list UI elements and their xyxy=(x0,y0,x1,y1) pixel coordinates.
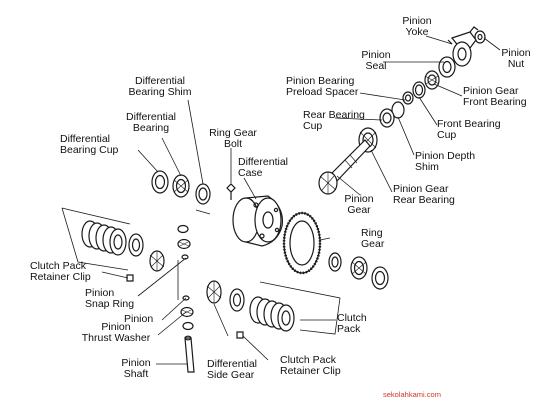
label-pinion-thrust-washer: Pinion Thrust Washer xyxy=(81,321,151,344)
rear-bearing-cup-part xyxy=(380,109,394,127)
left-clutch-pack-part xyxy=(82,221,143,256)
leader-lines xyxy=(102,36,500,364)
pinion-yoke-part xyxy=(448,27,478,66)
label-pinion-bearing-preload-spacer: Pinion Bearing Preload Spacer xyxy=(286,75,359,98)
label-differential-bearing-cup: Differential Bearing Cup xyxy=(60,133,119,156)
ring-gear-part xyxy=(284,213,320,273)
pinion-seal-part xyxy=(439,57,455,77)
label-pinion-gear: Pinion Gear xyxy=(344,193,374,216)
left-side-gear-part xyxy=(150,251,164,271)
front-bearing-cup-part xyxy=(413,82,425,98)
bracket-lines xyxy=(62,208,340,334)
left-retainer-clip-part xyxy=(127,275,133,281)
differential-bearing-shim-part xyxy=(196,184,210,204)
pinion-gear-part xyxy=(319,140,370,194)
bottom-clutch-pack-part xyxy=(230,289,294,331)
pinion-gear-front-bearing-part xyxy=(425,71,439,89)
label-clutch-pack-retainer-clip-left: Clutch Pack Retainer Clip xyxy=(30,260,91,283)
label-differential-bearing-shim: Differential Bearing Shim xyxy=(128,75,192,98)
pinion-shaft-part xyxy=(185,336,194,372)
ring-gear-bolt-part xyxy=(227,184,235,200)
right-bearing-stack xyxy=(329,253,388,289)
watermark: sekolahkami.com xyxy=(383,390,441,399)
bottom-retainer-clip-part xyxy=(237,332,243,338)
differential-bearing-cup-part xyxy=(152,171,168,193)
differential-case-part xyxy=(233,196,282,246)
bottom-side-gear-part xyxy=(207,281,221,303)
label-clutch-pack: Clutch Pack xyxy=(337,312,367,335)
label-pinion-shaft: Pinion Shaft xyxy=(121,357,151,380)
label-differential-side-gear: Differential Side Gear xyxy=(207,358,257,381)
lower-pinion-parts xyxy=(181,296,193,330)
label-pinion: Pinion xyxy=(124,313,154,325)
upper-pinion-parts xyxy=(178,226,190,260)
label-pinion-snap-ring: Pinion Snap Ring xyxy=(85,287,135,310)
label-pinion-gear-rear-bearing: Pinion Gear Rear Bearing xyxy=(393,183,455,206)
label-rear-bearing-cup: Rear Bearing Cup xyxy=(303,109,365,132)
label-pinion-seal: Pinion Seal xyxy=(361,49,391,72)
pinion-nut-part xyxy=(475,31,485,43)
label-ring-gear-bolt: Ring Gear Bolt xyxy=(209,127,257,150)
label-clutch-pack-retainer-clip-bottom: Clutch Pack Retainer Clip xyxy=(280,354,341,377)
label-ring-gear: Ring Gear xyxy=(361,227,385,250)
label-differential-case: Differential Case xyxy=(238,156,288,179)
preload-spacer-part xyxy=(403,92,413,104)
label-pinion-gear-front-bearing: Pinion Gear Front Bearing xyxy=(463,85,527,108)
label-pinion-nut: Pinion Nut xyxy=(501,47,531,70)
label-front-bearing-cup: Front Bearing Cup xyxy=(437,118,501,141)
differential-bearing-part xyxy=(173,175,189,197)
label-pinion-yoke: Pinion Yoke xyxy=(402,15,432,38)
label-pinion-depth-shim: Pinion Depth Shim xyxy=(415,150,476,173)
label-differential-bearing: Differential Bearing xyxy=(126,111,176,134)
